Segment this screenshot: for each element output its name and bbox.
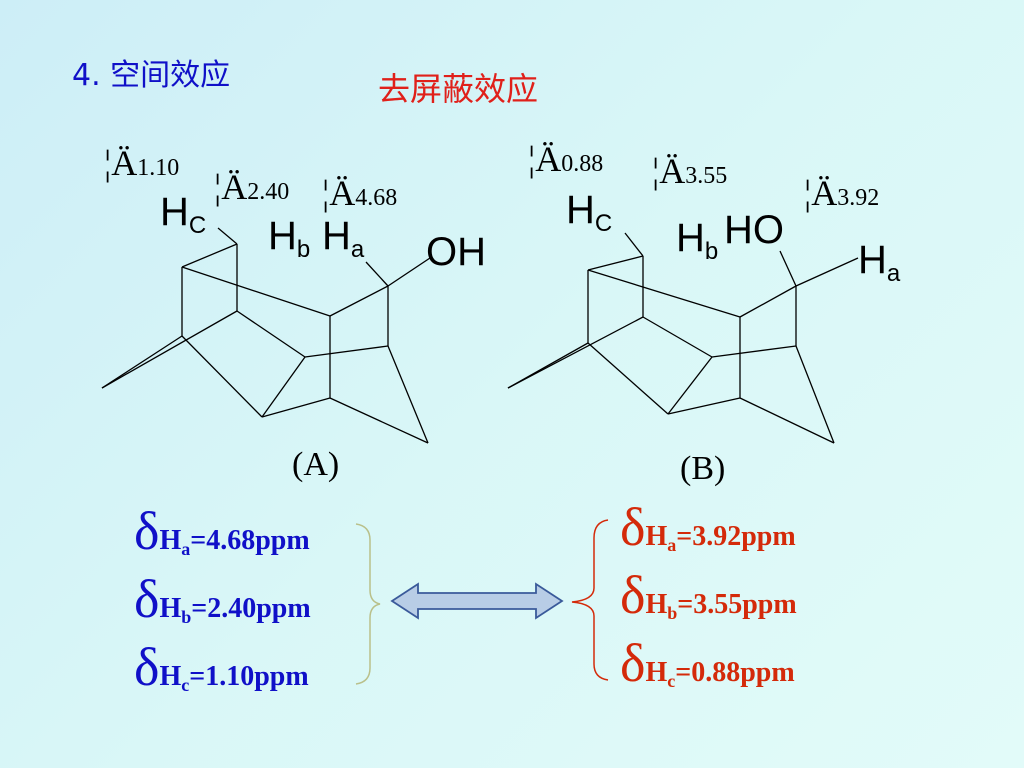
section-title: 4. 空间效应 (72, 58, 231, 93)
shift-b-hc: ¦Ä0.88 (528, 139, 604, 179)
left-value-hb: δHb=2.40ppm (134, 569, 311, 629)
atom-a-hb: Hb (268, 214, 311, 263)
right-brace (571, 519, 609, 681)
atom-a-hc: HC (160, 190, 207, 239)
shift-b-hb: ¦Ä3.55 (652, 151, 728, 191)
shift-b-ha: ¦Ä3.92 (804, 173, 880, 213)
shift-a-hb: ¦Ä2.40 (214, 167, 290, 207)
structure-a-skeleton (101, 227, 431, 444)
double-arrow-icon (390, 582, 564, 620)
atom-b-ha: Ha (858, 238, 901, 287)
shift-a-ha: ¦Ä4.68 (322, 173, 398, 213)
right-value-ha: δHa=3.92ppm (620, 497, 796, 557)
atom-b-hb: Hb (676, 216, 719, 265)
atom-a-ha: Ha (322, 214, 365, 263)
left-value-hc: δHc=1.10ppm (134, 637, 309, 697)
atom-b-hc: HC (566, 188, 613, 237)
structure-b-label: (B) (680, 450, 726, 487)
right-value-hc: δHc=0.88ppm (620, 633, 795, 693)
structure-b-skeleton (507, 232, 859, 444)
atom-a-oh: OH (426, 230, 486, 274)
left-brace (355, 523, 381, 685)
structure-a-label: (A) (292, 446, 340, 483)
atom-b-ho: HO (724, 208, 784, 252)
right-value-hb: δHb=3.55ppm (620, 565, 797, 625)
section-subtitle: 去屏蔽效应 (378, 70, 539, 108)
left-value-ha: δHa=4.68ppm (134, 501, 310, 561)
shift-a-hc: ¦Ä1.10 (104, 143, 180, 183)
